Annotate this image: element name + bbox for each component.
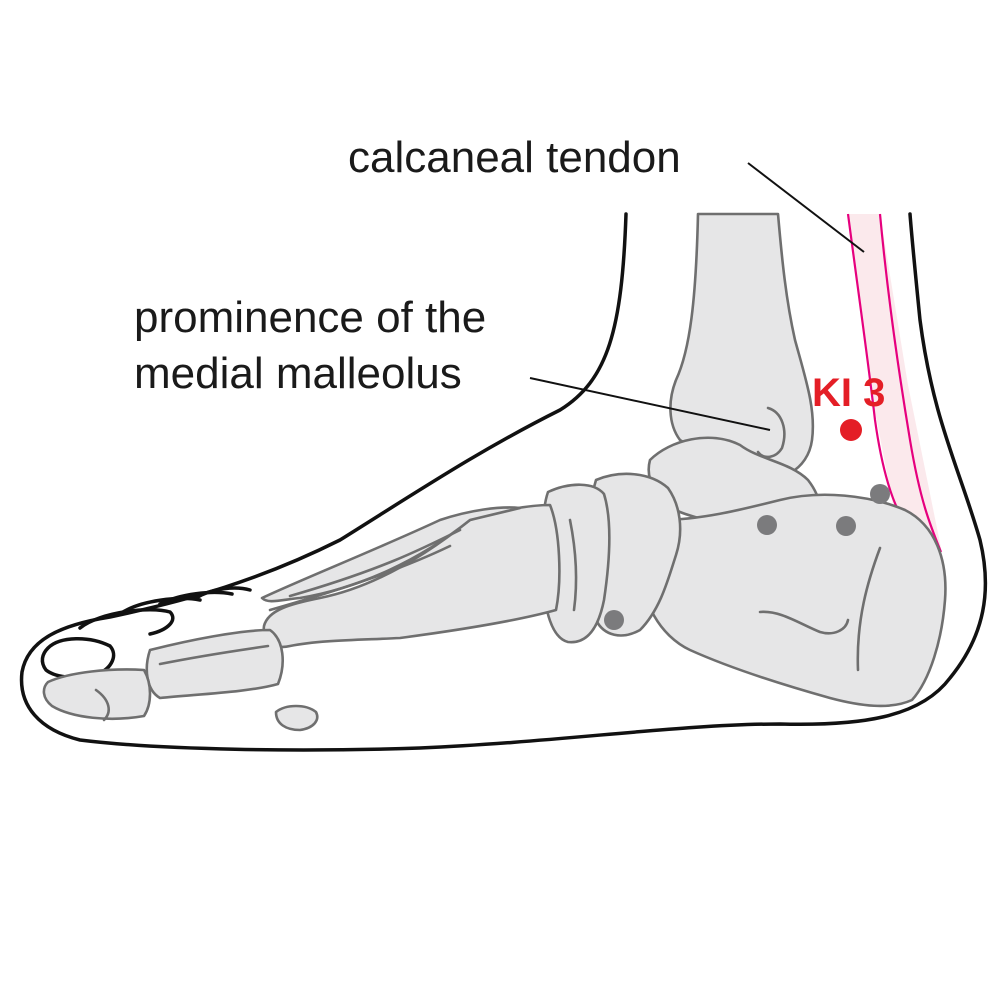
metatarsal-line-2 bbox=[268, 544, 452, 612]
calcaneus-groove bbox=[758, 610, 850, 635]
tendon-fill bbox=[848, 214, 941, 560]
landmark-dot bbox=[836, 516, 856, 536]
ki3-label: KI 3 bbox=[812, 371, 885, 415]
foot-skeleton bbox=[42, 212, 947, 732]
distal-phalanx-bone bbox=[42, 668, 152, 721]
first-metatarsal-bone bbox=[262, 503, 561, 649]
metatarsal-line-1 bbox=[288, 528, 462, 598]
toe-3-outline bbox=[118, 596, 202, 616]
malleolus-label-line1: prominence of the bbox=[134, 293, 486, 342]
tendon-front-line bbox=[846, 213, 905, 521]
landmark-dot bbox=[604, 610, 624, 630]
malleolus-label-line2: medial malleolus bbox=[134, 349, 462, 398]
toe-2-outline bbox=[78, 608, 175, 636]
calcaneus-contour bbox=[856, 546, 882, 672]
proximal-phalanx-bone bbox=[145, 628, 284, 700]
toe-4-outline bbox=[158, 590, 234, 606]
landmark-dot bbox=[870, 484, 890, 504]
toe-5-outline bbox=[194, 586, 252, 600]
calcaneal-tendon bbox=[846, 213, 943, 560]
calcaneal-tendon-label: calcaneal tendon bbox=[348, 133, 681, 182]
cuneiform-line bbox=[568, 518, 578, 612]
foot-front-outline bbox=[19, 212, 988, 752]
tendon-back-line bbox=[878, 213, 943, 553]
phalanx-line bbox=[158, 644, 270, 666]
malleolus-leader-line bbox=[529, 377, 771, 431]
calcaneus-bone bbox=[642, 493, 947, 708]
sesamoid-bone bbox=[274, 704, 319, 732]
tendon-leader-line bbox=[747, 162, 865, 253]
ki3-point-dot bbox=[840, 419, 862, 441]
distal-phalanx-line bbox=[94, 688, 110, 722]
landmark-dots bbox=[604, 484, 890, 630]
landmark-dot bbox=[757, 515, 777, 535]
